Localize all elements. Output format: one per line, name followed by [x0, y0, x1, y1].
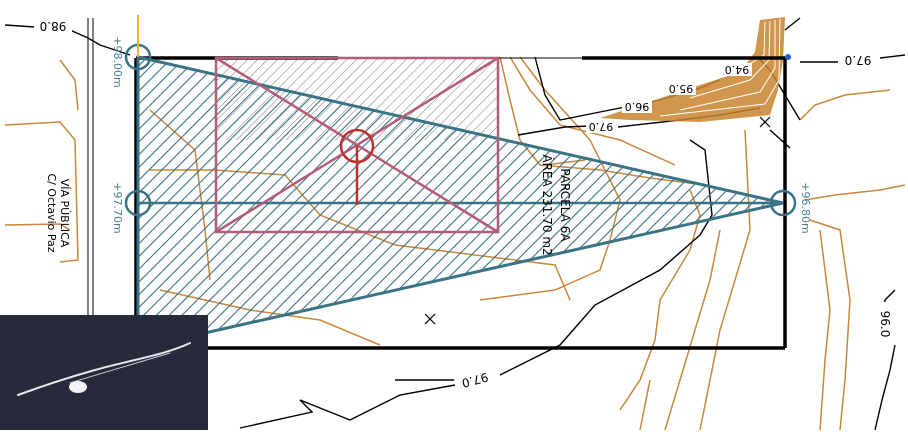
overlay-thumbnail[interactable]	[0, 315, 208, 430]
parcel-area: ÁREA 231.70 m2	[540, 154, 555, 255]
elevation-labels: +98.00m +97.70m +96.80m	[111, 36, 812, 233]
center-marker	[339, 128, 375, 205]
street-name-line2: C/ Octavio Paz	[45, 173, 58, 252]
parcel-name: PARCELA 6A	[558, 168, 572, 242]
contour-label-group: 98.0 97.0 97.0 96.0 95.0 94.0 97.0 96.0	[34, 18, 892, 393]
street-edge-lines	[87, 18, 94, 320]
cross-markers	[424, 116, 771, 325]
street-name: VÍA PÚBLICA C/ Octavio Paz	[45, 173, 71, 252]
brush-stroke-icon	[17, 342, 191, 396]
corner-point	[785, 54, 791, 60]
contour-label-96-right: 96.0	[878, 311, 892, 338]
contour-label-97-bottom: 97.0	[460, 370, 489, 390]
slope-area	[600, 17, 785, 122]
contour-label-98: 98.0	[40, 19, 67, 33]
contour-label-97-mid: 97.0	[589, 120, 614, 133]
elevation-mid-left: +97.70m	[111, 182, 124, 233]
contour-label-94: 94.0	[725, 63, 750, 76]
building-outline	[214, 56, 500, 234]
elevation-top-left: +98.00m	[111, 36, 124, 87]
contour-label-97-right: 97.0	[845, 53, 872, 67]
contour-label-96-mid: 96.0	[625, 100, 650, 113]
street-name-line1: VÍA PÚBLICA	[58, 179, 71, 248]
parcel-label: PARCELA 6A ÁREA 231.70 m2	[540, 154, 572, 255]
elevation-right: +96.80m	[799, 182, 812, 233]
contour-label-95: 95.0	[669, 82, 694, 95]
